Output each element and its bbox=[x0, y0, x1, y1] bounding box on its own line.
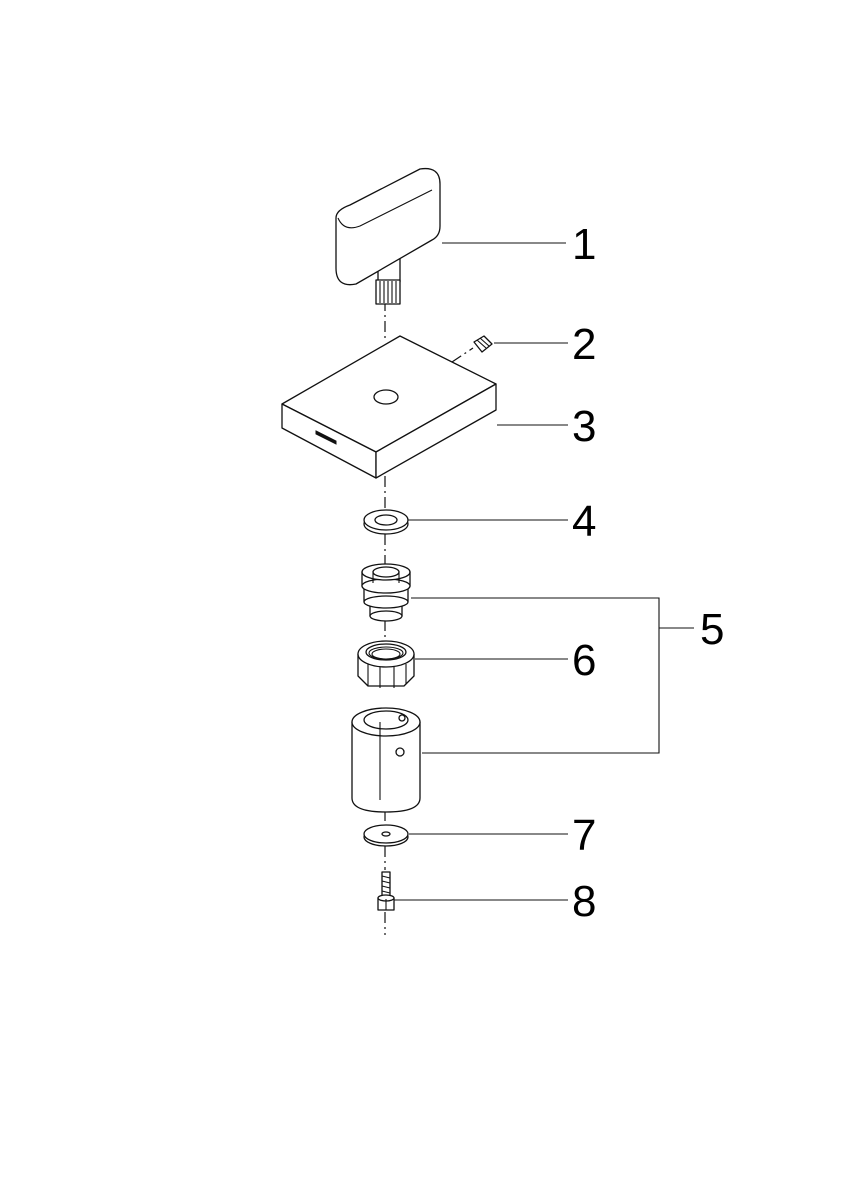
part-fixing-screw bbox=[377, 871, 395, 911]
callout-labels: 1 2 3 4 5 6 7 8 bbox=[572, 220, 724, 926]
part-cover-plate bbox=[281, 335, 497, 479]
part-sleeve bbox=[351, 707, 421, 813]
callout-7: 7 bbox=[572, 811, 596, 860]
part-washer bbox=[363, 824, 409, 847]
callout-6: 6 bbox=[572, 636, 596, 685]
assembly-axis bbox=[384, 300, 474, 935]
part-lever-handle bbox=[335, 167, 441, 305]
callout-1: 1 bbox=[572, 220, 596, 269]
callout-3: 3 bbox=[572, 402, 596, 451]
part-cartridge-insert bbox=[361, 563, 411, 622]
leader-lines bbox=[394, 242, 694, 901]
callout-4: 4 bbox=[572, 497, 596, 546]
leader-5 bbox=[411, 597, 660, 754]
callout-2: 2 bbox=[572, 320, 596, 369]
part-union-nut bbox=[357, 640, 415, 688]
part-grub-screw bbox=[473, 335, 493, 353]
callout-5: 5 bbox=[700, 605, 724, 654]
callout-8: 8 bbox=[572, 877, 596, 926]
part-sealing-ring bbox=[363, 509, 409, 535]
